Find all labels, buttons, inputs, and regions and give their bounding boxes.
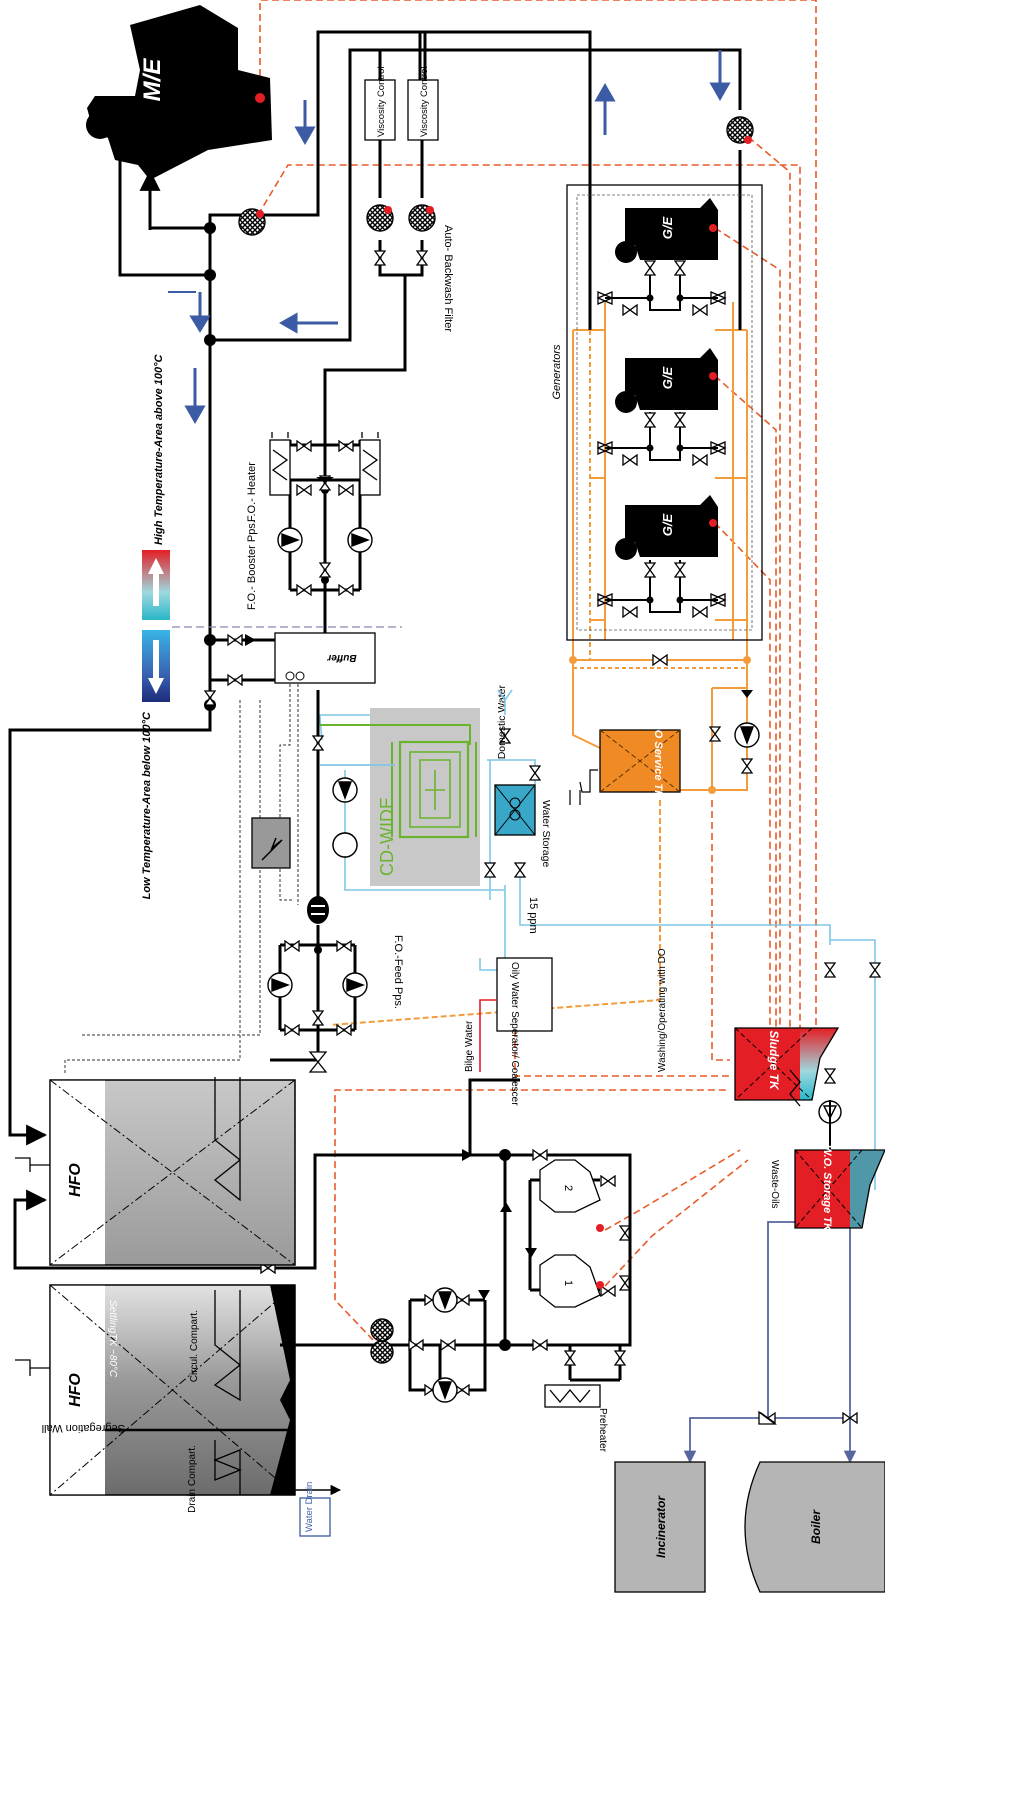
cdwide-pump-bodies	[332, 832, 358, 858]
waste-oil-lines	[683, 1221, 857, 1464]
fo-booster-pumps-label: F.O.- Booster Pps.	[246, 520, 258, 610]
buffer-vessel: Buffer	[274, 632, 376, 684]
water-storage-label: Water Storage	[540, 800, 552, 867]
cd-wide-label: CD-WIDE	[377, 797, 397, 876]
wo-storage-tank-label: W.O. Storage TK	[821, 1145, 833, 1232]
cdwide-pump-1	[332, 777, 358, 803]
separator-1-label: 1	[562, 1280, 574, 1286]
hfo-service-tank: HFO ServiceTK	[15, 1077, 296, 1266]
preheater: Preheater	[544, 1384, 608, 1453]
settling-filter-1	[370, 1318, 394, 1342]
oily-water-separator: Oily Water Seperator/ Coalescer	[496, 957, 553, 1106]
fo-heater	[269, 432, 381, 496]
oily-water-separator-label: Oily Water Seperator/ Coalescer	[509, 962, 520, 1106]
fo-heater-label: F.O.- Heater	[246, 462, 258, 522]
booster-pump-1	[277, 527, 303, 553]
hfo-settling-tank-label: HFO	[67, 1373, 84, 1407]
transfer-pump-1	[432, 1287, 458, 1313]
generator-engine-2: G/E	[615, 348, 718, 413]
electric-heater	[251, 817, 291, 869]
viscosity-controls: Viscosity Control Viscosity Control	[364, 66, 439, 141]
flow-arrows	[168, 50, 731, 425]
separator-2: 2	[539, 1159, 604, 1232]
main-engine: M/E	[86, 5, 272, 180]
ppm-label: 15 ppm	[527, 897, 539, 934]
drain-compart-label: Drain Compart.	[187, 1445, 198, 1513]
do-label-part: DO Service TK	[652, 722, 664, 799]
feed-pump-2	[342, 972, 368, 998]
hfo-service-tank-label: HFO	[67, 1163, 84, 1197]
low-temp-label: Low Temperature-Area below 100°C	[141, 711, 153, 899]
generators-label: Generators	[551, 344, 563, 400]
generator-piping	[605, 262, 718, 613]
generator-junctions	[646, 294, 684, 604]
do-service-tank-label: DO Service TK	[652, 722, 664, 799]
temperature-legend: High Temperature-Area above 100°C Low Te…	[141, 354, 402, 899]
auto-backwash-filter-label: Auto- Backwash Filter	[442, 225, 454, 332]
washing-do-label: Washing/Operating with DO	[657, 948, 668, 1072]
ge-label-3: G/E	[660, 513, 675, 536]
fuel-system-diagram: High Temperature-Area above 100°C Low Te…	[8, 0, 885, 1593]
do-pump	[734, 722, 760, 748]
junction-dots	[204, 222, 511, 1351]
ge-label-1: G/E	[660, 216, 675, 239]
feed-pump-1	[267, 972, 293, 998]
water-storage-tank	[494, 784, 536, 836]
cd-wide-unit: CD-WIDE	[370, 708, 480, 886]
settling-tank-label: SettlingTK ~80°C	[107, 1300, 118, 1378]
fo-feed-pumps-label: F.O.-Feed Pps.	[392, 935, 404, 1009]
segregation-wall-label: Segregation Wall	[42, 1422, 125, 1434]
separator-2-label: 2	[562, 1185, 574, 1191]
sludge-tank-label: Sludge TK	[767, 1030, 781, 1091]
settling-filter-2	[370, 1340, 394, 1364]
buffer-label: Buffer	[326, 652, 356, 663]
incinerator: Incinerator	[614, 1461, 706, 1593]
high-temp-label: High Temperature-Area above 100°C	[153, 354, 165, 545]
viscosity-control-label-1: Viscosity Control	[376, 66, 387, 137]
booster-pump-2	[347, 527, 373, 553]
water-drain-box: Water Drain	[299, 1482, 331, 1537]
incinerator-label: Incinerator	[654, 1495, 668, 1558]
circul-compart-label: Circul. Compart.	[189, 1310, 200, 1382]
bilge-water-label: Bilge Water	[464, 1020, 475, 1072]
main-engine-label: M/E	[139, 58, 166, 102]
boiler: Boiler	[744, 1461, 885, 1593]
do-service-tank: DO Service TK	[569, 722, 681, 805]
water-drain-label: Water Drain	[304, 1482, 315, 1532]
transfer-pump-2	[432, 1377, 458, 1403]
sludge-tank: Sludge TK	[734, 1027, 840, 1107]
generator-engine-3: G/E	[615, 495, 718, 560]
three-way-valves	[308, 291, 777, 1425]
waste-oils-label: Waste-Oils	[769, 1160, 780, 1209]
separator-1: 1	[539, 1254, 604, 1308]
boiler-label: Boiler	[809, 1509, 823, 1544]
ge-label-2: G/E	[660, 366, 675, 389]
wo-storage-tank: W.O. Storage TK	[794, 1145, 885, 1232]
mixing-tube	[307, 896, 329, 924]
hfo-settling-tank: Segregation Wall HFO SettlingTK ~80°C Ci…	[15, 1284, 296, 1513]
viscosity-control-label-2: Viscosity Control	[419, 66, 430, 137]
service-tank-label: ServiceTK	[92, 1146, 106, 1202]
generator-engine-1: G/E	[615, 198, 718, 263]
preheater-label: Preheater	[597, 1408, 608, 1453]
generators-group: Generators	[551, 184, 763, 641]
